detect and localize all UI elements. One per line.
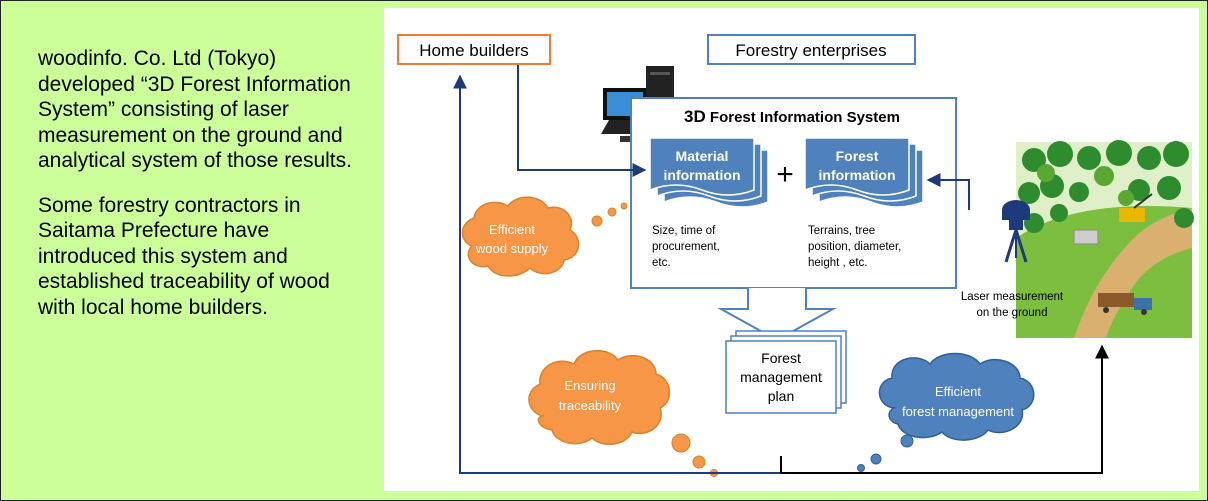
svg-text:plan: plan: [768, 388, 794, 404]
svg-text:Forest: Forest: [761, 350, 801, 366]
home-builders-box: Home builders: [397, 34, 551, 65]
forestry-enterprises-box: Forestry enterprises: [707, 34, 916, 65]
cloud-traceability: Ensuring traceability: [528, 350, 718, 477]
system-title: 3D Forest Information System: [684, 107, 900, 126]
description-paragraph-2: Some forestry contractors in Saitama Pre…: [38, 193, 330, 319]
connector-lines: [453, 65, 1109, 474]
svg-text:Ensuring: Ensuring: [564, 378, 615, 393]
laser-scanner-icon: [1002, 200, 1030, 263]
forestry-enterprises-label: Forestry enterprises: [735, 41, 886, 60]
svg-text:wood supply: wood supply: [475, 241, 549, 256]
forest-info-doc: Forest information: [804, 137, 924, 208]
svg-text:Size, time of: Size, time of: [652, 225, 716, 237]
svg-text:etc.: etc.: [652, 257, 671, 269]
description-text: woodinfo. Co. Ltd (Tokyo) developed “3D …: [38, 46, 368, 320]
forest-line2: information: [819, 167, 896, 183]
svg-text:Efficient: Efficient: [489, 222, 535, 237]
plus-sign: +: [776, 158, 794, 191]
svg-text:procurement,: procurement,: [652, 241, 720, 253]
description-paragraph-1: woodinfo. Co. Ltd (Tokyo) developed “3D …: [38, 47, 352, 172]
material-line1: Material: [676, 148, 729, 164]
home-builders-label: Home builders: [419, 41, 529, 60]
forest-description: Terrains, tree position, diameter, heigh…: [808, 225, 901, 269]
cloud-wood-supply: Efficient wood supply: [461, 196, 628, 277]
svg-text:Efficient: Efficient: [935, 384, 981, 399]
laser-line2: on the ground: [977, 307, 1048, 319]
svg-text:traceability: traceability: [559, 398, 622, 413]
forest-scene-icon: [1016, 140, 1194, 338]
svg-text:height , etc.: height , etc.: [808, 257, 867, 269]
svg-text:Terrains, tree: Terrains, tree: [808, 225, 875, 237]
material-info-doc: Material information: [649, 137, 769, 208]
diagram-svg: Home builders Forestry enterprises 3D Fo…: [397, 34, 1194, 477]
forest-plan-doc: Forest management plan: [725, 330, 847, 414]
svg-text:position, diameter,: position, diameter,: [808, 241, 901, 253]
cloud-forest-management: Efficient forest management: [857, 352, 1035, 472]
svg-text:forest management: forest management: [902, 404, 1014, 419]
material-description: Size, time of procurement, etc.: [652, 225, 720, 269]
svg-text:management: management: [740, 369, 822, 385]
diagram-panel: Home builders Forestry enterprises 3D Fo…: [384, 8, 1199, 491]
material-line2: information: [664, 167, 741, 183]
forest-line1: Forest: [836, 148, 879, 164]
laser-line1: Laser measurement: [961, 291, 1064, 303]
